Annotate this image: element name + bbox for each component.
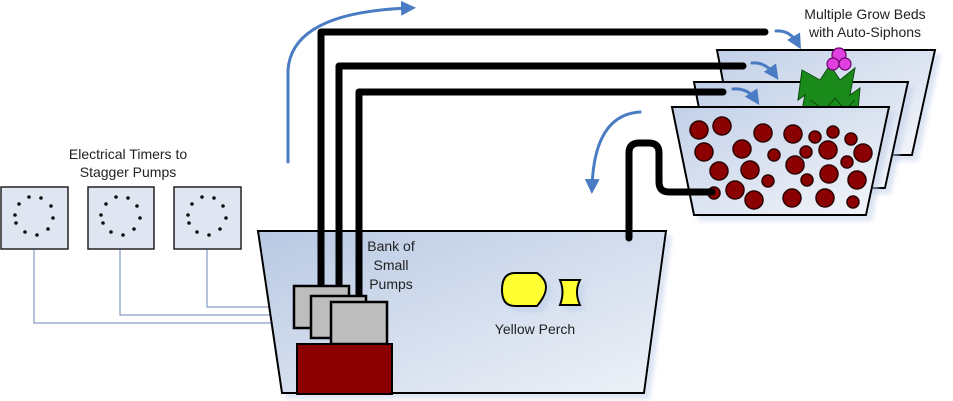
timer-dial-icon <box>99 195 142 237</box>
beds-label-line1: Multiple Grow Beds <box>804 6 925 22</box>
fish-icon <box>500 272 582 307</box>
pumps-label-line3: Pumps <box>369 276 413 292</box>
timer-dial-icon <box>186 195 228 237</box>
timer-dial-icon <box>13 195 55 237</box>
flower-icon <box>826 47 852 71</box>
flow-arrows <box>286 0 801 194</box>
timer-1 <box>0 186 69 250</box>
pumps-label-line1: Bank of <box>367 238 415 254</box>
flow-arrow-bed3-icon <box>774 29 801 50</box>
timers-label-line1: Electrical Timers to <box>69 146 187 162</box>
flow-arrow-up-icon <box>286 0 416 164</box>
pipe-3 <box>355 88 727 314</box>
flow-arrow-bed1-icon <box>731 87 760 105</box>
pumps-label-line2: Small <box>373 257 408 273</box>
fish-label: Yellow Perch <box>495 321 575 337</box>
pump-base-block <box>296 343 393 395</box>
grow-media <box>689 116 873 210</box>
pipe-2 <box>335 62 747 302</box>
flow-arrow-bed2-icon <box>750 61 779 80</box>
timer-2 <box>87 186 155 250</box>
flow-arrow-down-icon <box>584 110 642 194</box>
pump-3 <box>329 300 389 346</box>
timers-label-line2: Stagger Pumps <box>80 164 177 180</box>
supply-pipes <box>317 28 769 314</box>
siphon-return-pipe <box>625 139 716 242</box>
pipe-1 <box>317 28 769 296</box>
wire-2 <box>119 250 316 316</box>
beds-label-line2: with Auto-Siphons <box>808 24 921 40</box>
wire-1 <box>33 250 300 324</box>
timer-3 <box>173 186 242 250</box>
